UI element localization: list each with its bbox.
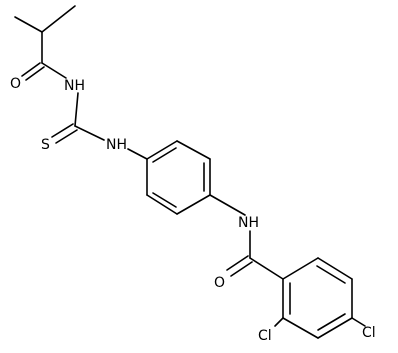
bond-carbonyl-double-a — [21, 62, 41, 77]
bond-amide-double-b — [230, 261, 253, 277]
ring2-inner-1 — [316, 265, 346, 284]
bond-carbonyl-nh — [41, 62, 67, 79]
oxygen-label-isobutyryl: O — [10, 76, 21, 92]
nh-label-thiourea: NH — [106, 137, 127, 153]
bond-thione-double-b — [55, 129, 78, 144]
ring2-bond-5 — [282, 317, 319, 339]
ring1-bond-2 — [176, 140, 211, 160]
bond-nh-thiocarbonyl — [74, 92, 79, 127]
bond-amide-double-a — [226, 255, 249, 271]
nh-label-anilide: NH — [238, 215, 259, 231]
bond-thione-double-a — [51, 123, 74, 138]
nh-label-imide: NH — [64, 78, 85, 94]
chlorine-label-para: Cl — [362, 325, 376, 341]
chlorine-label-ortho: Cl — [258, 328, 272, 344]
ring2-bond-2 — [317, 257, 353, 280]
ring2-bond-4 — [317, 317, 353, 339]
ring1-bond-4 — [176, 194, 211, 215]
ring1-bond-1 — [146, 140, 178, 160]
ring2-bond-1 — [282, 257, 319, 280]
bond-amide-aryl — [249, 257, 284, 280]
sulfur-label: S — [41, 137, 50, 153]
bond-methyl-right — [41, 5, 76, 33]
bond-methyl-left — [14, 16, 43, 33]
bond-phenylene-nh — [209, 194, 246, 216]
ring1-bond-5 — [146, 194, 178, 215]
oxygen-label-amide: O — [214, 275, 225, 291]
ring1-inner-3 — [152, 192, 177, 208]
bond-carbonyl-double-b — [25, 66, 45, 81]
ring2-inner-2 — [317, 313, 346, 331]
bond-ring-cl-para — [351, 317, 366, 327]
bond-thiocarbonyl-nh — [74, 125, 105, 141]
bond-ring-cl-ortho — [274, 317, 284, 327]
ring1-inner-1 — [152, 147, 177, 163]
bond-nh-phenylene — [127, 148, 148, 160]
